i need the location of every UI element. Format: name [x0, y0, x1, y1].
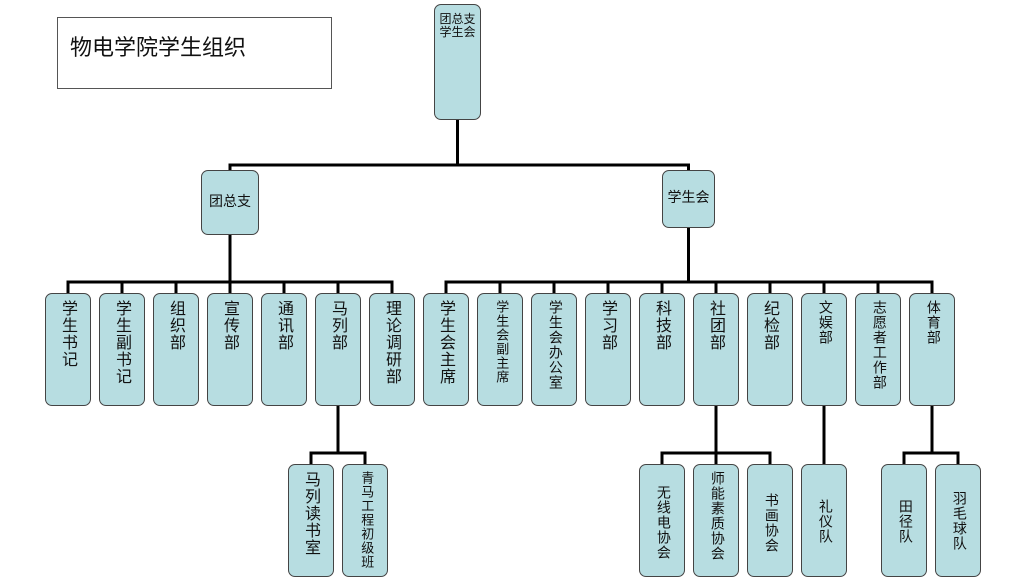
org-node-label: 社团部	[706, 300, 726, 351]
org-node-label: 书画协会	[762, 493, 779, 553]
org-node-label: 青马工程初级班	[358, 471, 374, 569]
org-node-xsh-1: 学生会副主席	[477, 293, 523, 406]
org-node-xsh-5-0: 无线电协会	[639, 464, 685, 577]
org-node-label: 文娱部	[816, 300, 833, 345]
org-node-label: 学生会副主席	[493, 300, 509, 384]
org-node-label: 学生会办公室	[546, 300, 563, 390]
org-node-xsh-5: 社团部	[693, 293, 739, 406]
org-node-xsh-8: 志愿者工作部	[855, 293, 901, 406]
org-node-xsh-6: 纪检部	[747, 293, 793, 406]
org-node-label: 体育部	[924, 300, 941, 345]
org-node-tzz-5-0: 马列读书室	[288, 464, 334, 577]
org-node-tzz-6: 理论调研部	[369, 293, 415, 406]
org-node-xsh-9-1: 羽毛球队	[935, 464, 981, 577]
org-node-tzz-1: 学生副书记	[99, 293, 145, 406]
org-node-label: 学生会主席	[436, 300, 456, 385]
org-node-xsh-3: 学习部	[585, 293, 631, 406]
org-node-tzz-5: 马列部	[315, 293, 361, 406]
org-node-label: 学习部	[598, 300, 618, 351]
org-node-label: 礼仪队	[816, 499, 833, 544]
org-node-tzz-0: 学生书记	[45, 293, 91, 406]
org-node-label: 学生书记	[58, 300, 78, 368]
org-node-xsh-9-0: 田径队	[881, 464, 927, 577]
org-node-xsh-4: 科技部	[639, 293, 685, 406]
org-node-xsh-7-0: 礼仪队	[801, 464, 847, 577]
org-node-root: 团总支 学生会	[434, 4, 481, 120]
org-node-xsh-5-2: 书画协会	[747, 464, 793, 577]
org-node-xsh-2: 学生会办公室	[531, 293, 577, 406]
org-node-label: 科技部	[652, 300, 672, 351]
org-node-label: 志愿者工作部	[870, 300, 887, 390]
org-node-xsh: 学生会	[662, 170, 715, 228]
org-node-label: 组织部	[166, 300, 186, 351]
org-node-xsh-9: 体育部	[909, 293, 955, 406]
chart-title: 物电学院学生组织	[70, 36, 247, 61]
org-node-label: 学生会	[667, 190, 710, 207]
org-node-label: 马列读书室	[301, 471, 321, 556]
org-node-tzz-2: 组织部	[153, 293, 199, 406]
org-node-label: 田径队	[896, 499, 913, 544]
org-node-label: 团总支 学生会	[439, 12, 476, 40]
org-node-label: 通讯部	[274, 300, 294, 351]
org-node-tzz-5-1: 青马工程初级班	[342, 464, 388, 577]
title-box: 物电学院学生组织	[57, 17, 332, 89]
org-node-xsh-0: 学生会主席	[423, 293, 469, 406]
org-node-label: 无线电协会	[654, 485, 671, 560]
org-node-label: 羽毛球队	[950, 491, 967, 551]
org-node-label: 马列部	[328, 300, 348, 351]
org-node-label: 团总支	[209, 193, 251, 210]
org-node-tzz-3: 宣传部	[207, 293, 253, 406]
org-node-label: 师能素质协会	[708, 471, 725, 561]
org-node-xsh-7: 文娱部	[801, 293, 847, 406]
org-node-tzz: 团总支	[201, 170, 259, 235]
org-node-label: 学生副书记	[112, 300, 132, 385]
org-node-xsh-5-1: 师能素质协会	[693, 464, 739, 577]
org-node-tzz-4: 通讯部	[261, 293, 307, 406]
org-node-label: 理论调研部	[382, 300, 402, 385]
org-node-label: 宣传部	[220, 300, 240, 351]
org-node-label: 纪检部	[760, 300, 780, 351]
